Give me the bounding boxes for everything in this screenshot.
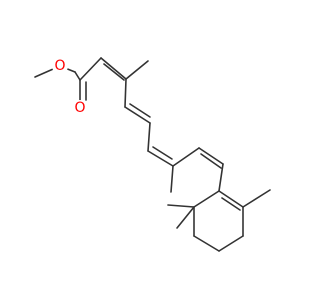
bond-ring-4 [193,235,220,252]
ester-oxygen-atom: O [52,58,68,74]
atom-label: O [54,58,65,74]
bond-gem-methyl-b [176,206,195,229]
bond-chain-4-inner [152,146,173,160]
bond-chain-to-ring [218,163,224,192]
bond-chain-1 [124,78,127,108]
atom-background [72,100,88,116]
bond-ring-6 [193,190,220,208]
bond-beta-methyl [125,60,149,80]
atom-label: O [74,100,85,116]
bond-o-carbonyl-carbon [74,71,81,81]
bond-carbonyl-to-alpha [79,57,102,81]
bond-ring-3 [218,235,244,252]
bond-alpha-beta [100,57,127,80]
molecule-canvas: O O [34,57,271,252]
carbonyl-oxygen-atom: O [72,100,88,116]
bond-chain-3 [147,122,151,152]
bond-chain-5 [170,165,174,193]
bond-chain-6-inner [200,153,222,169]
bond-chain-5-methyl [172,147,200,167]
atom-background [52,58,68,74]
bond-ring-1-inner [221,197,241,211]
bond-chain-6 [198,147,224,165]
bond-ring-1 [218,190,244,208]
bond-ring-methyl [242,189,271,208]
bond-chain-2 [124,106,151,124]
bond-chain-2-inner [129,103,151,118]
bond-gem-methyl-a [167,204,195,208]
structure-diagram: O O [34,57,271,252]
bond-alpha-beta-inner [103,63,125,81]
bond-chain-4 [147,150,174,167]
